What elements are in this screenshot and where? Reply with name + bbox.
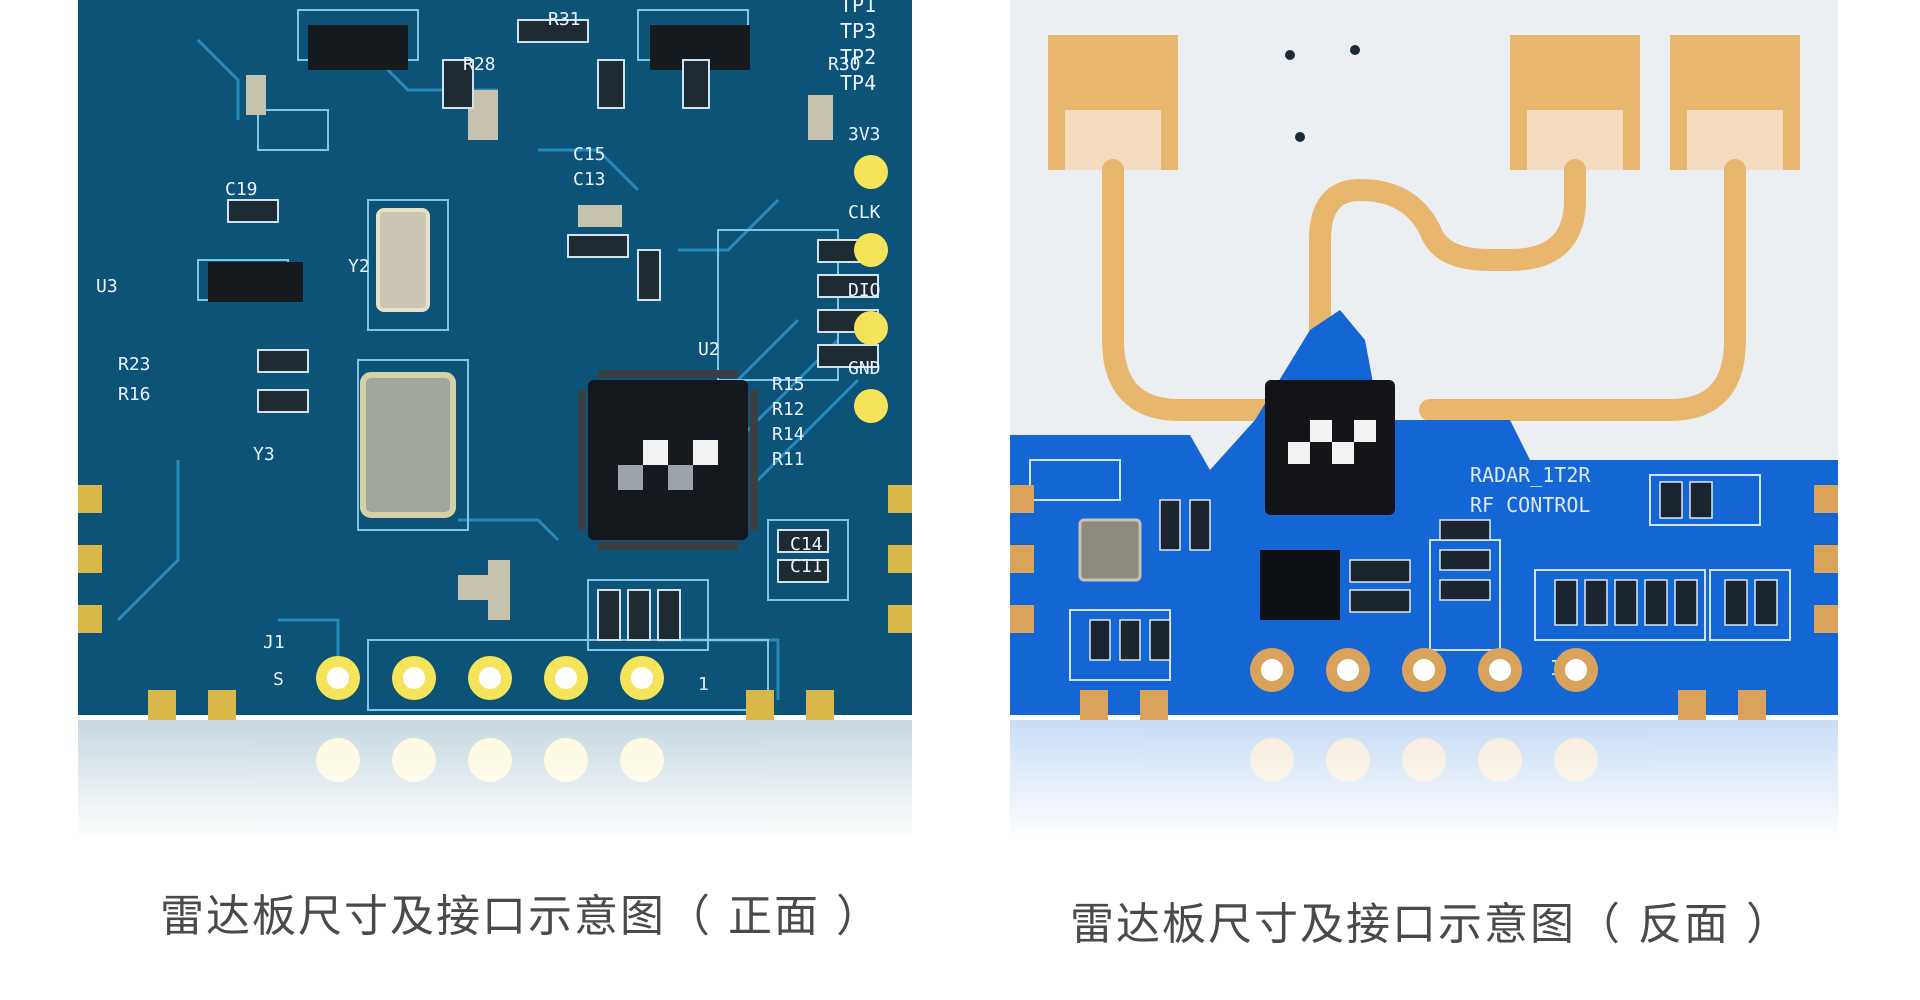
- crystal-y2: [376, 208, 430, 312]
- header-label: 3V3: [848, 124, 881, 145]
- svg-text:R14: R14: [772, 424, 805, 445]
- svg-text:R11: R11: [772, 449, 805, 470]
- svg-text:U3: U3: [96, 276, 118, 297]
- back-caption: 雷达板尺寸及接口示意图（ 反面 ）: [1070, 899, 1792, 950]
- board-function-label: RF CONTROL: [1470, 493, 1590, 517]
- bottom-header-holes: [1250, 648, 1598, 692]
- svg-text:R31: R31: [548, 9, 581, 30]
- front-caption: 雷达板尺寸及接口示意图（ 正面 ）: [160, 891, 882, 942]
- svg-text:C11: C11: [790, 556, 823, 577]
- svg-text:C13: C13: [573, 169, 606, 190]
- antenna-feed-lines: [1102, 159, 1746, 421]
- front-board-panel: R31 R28 R30 C15 C13 C19 U3 Y2 R23 R16 Y3…: [78, 0, 912, 840]
- header-label: CLK: [848, 202, 881, 223]
- svg-text:R15: R15: [772, 374, 805, 395]
- test-point-label: TP1: [840, 0, 876, 17]
- back-board-panel: RADAR_1T2R RF CONTROL I/O: [1010, 0, 1838, 840]
- ic-secondary: [1260, 550, 1340, 620]
- crystal-y3: [360, 372, 456, 518]
- board-name-label: RADAR_1T2R: [1470, 463, 1591, 487]
- svg-text:R30: R30: [828, 54, 861, 75]
- ic-u3: [208, 262, 303, 302]
- svg-text:C14: C14: [790, 534, 823, 555]
- svg-text:Y2: Y2: [348, 256, 370, 277]
- inductor: [1078, 518, 1142, 582]
- header-pads: [854, 155, 888, 423]
- svg-text:R16: R16: [118, 384, 151, 405]
- test-point-label: TP2: [840, 45, 876, 69]
- bottom-header-holes: [316, 656, 664, 700]
- test-point-label: TP4: [840, 71, 876, 95]
- svg-text:S: S: [273, 669, 284, 690]
- svg-text:Y3: Y3: [253, 444, 275, 465]
- svg-text:R23: R23: [118, 354, 151, 375]
- ic-u1: [308, 25, 408, 70]
- back-board-image: RADAR_1T2R RF CONTROL I/O: [1010, 0, 1838, 840]
- svg-text:C15: C15: [573, 144, 606, 165]
- svg-text:U2: U2: [698, 339, 720, 360]
- header-label: DIO: [848, 280, 881, 301]
- front-board-image: R31 R28 R30 C15 C13 C19 U3 Y2 R23 R16 Y3…: [78, 0, 912, 840]
- svg-text:J1: J1: [263, 632, 285, 653]
- svg-text:R12: R12: [772, 399, 805, 420]
- svg-text:C19: C19: [225, 179, 258, 200]
- test-point-label: TP3: [840, 19, 876, 43]
- chip-logo-icon: [1288, 420, 1376, 464]
- svg-text:1: 1: [698, 674, 709, 695]
- rf-chip: [1265, 380, 1395, 515]
- header-label: GND: [848, 358, 881, 379]
- chip-logo-icon: [618, 440, 718, 490]
- svg-text:R28: R28: [463, 54, 496, 75]
